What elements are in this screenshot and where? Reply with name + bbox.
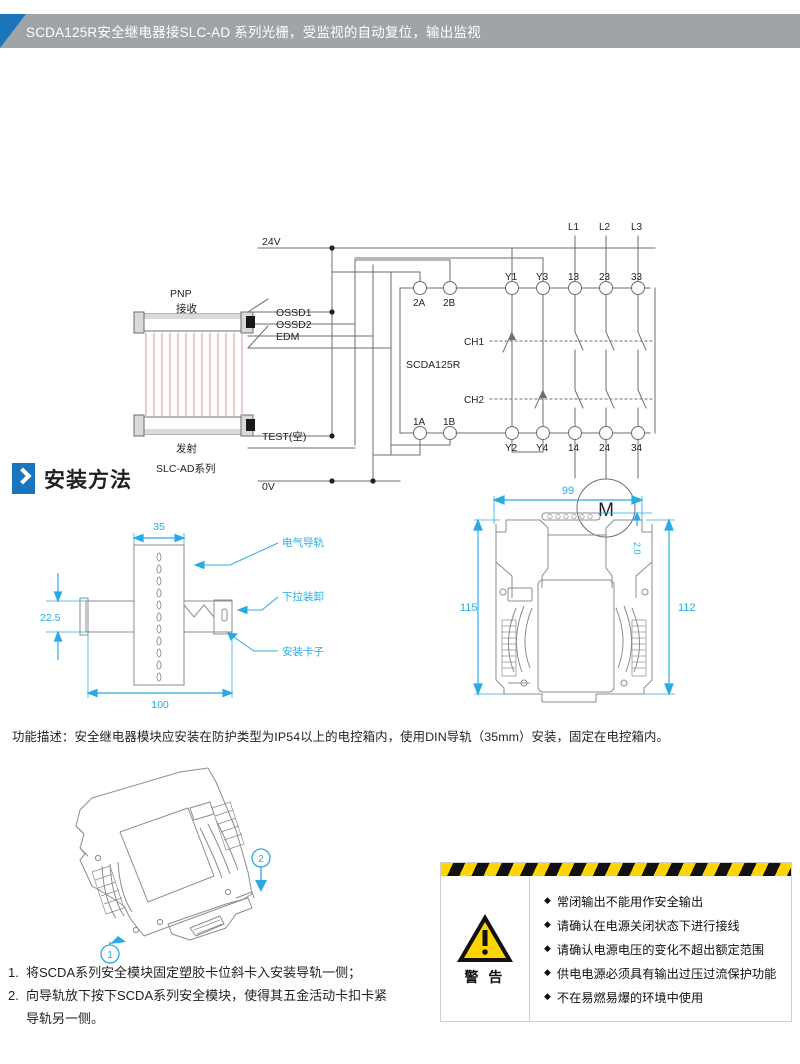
terminal-33: 33 — [631, 272, 643, 283]
terminal-23: 23 — [599, 272, 611, 283]
warning-box: 警 告 ◆ 常闭输出不能用作安全输出 ◆ 请确认在电源关闭状态下进行接线 ◆ 请… — [440, 862, 792, 1022]
dim-module-lip: 2.0 — [632, 542, 642, 555]
marker-2: 2 — [258, 854, 264, 865]
label-edm: EDM — [276, 331, 299, 343]
step-number — [8, 1008, 26, 1031]
warning-item-text: 常闭输出不能用作安全输出 — [556, 894, 704, 909]
list-item: ◆ 不在易燃易爆的环境中使用 — [544, 988, 787, 1006]
step-text: 导轨另一侧。 — [26, 1010, 105, 1026]
bullet-icon: ◆ — [544, 943, 551, 953]
step-number: 1. — [8, 965, 19, 980]
terminal-14: 14 — [568, 443, 580, 454]
terminal-y4: Y4 — [536, 443, 549, 454]
wiring-diagram: 24V 0V PNP 接收 发射 SLC-AD系列 OSSD1 OSSD2 ED… — [0, 100, 800, 538]
terminal-24: 24 — [599, 443, 611, 454]
label-emitter: 发射 — [176, 442, 197, 455]
list-item: 导轨另一侧。 — [8, 1008, 428, 1031]
warning-item-text: 不在易燃易爆的环境中使用 — [556, 990, 704, 1005]
function-description: 功能描述：安全继电器模块应安装在防护类型为IP54以上的电控箱内，使用DIN导轨… — [12, 730, 669, 744]
phase-l2: L2 — [599, 222, 611, 233]
module-dimension-drawing: 99 115 112 2.0 — [430, 480, 720, 715]
light-curtain-graphic — [133, 311, 255, 437]
channel-ch2: CH2 — [464, 395, 484, 406]
warning-item-text: 请确认电源电压的变化不超出额定范围 — [556, 942, 765, 957]
page-title: SCDA125R安全继电器接SLC-AD 系列光栅，受监视的自动复位，输出监视 — [26, 25, 481, 40]
dim-clip-height: 22.5 — [40, 612, 61, 624]
step-number: 2. — [8, 987, 19, 1003]
dim-module-height-right: 112 — [678, 602, 696, 614]
bullet-icon: ◆ — [544, 967, 551, 977]
terminal-1a: 1A — [413, 417, 426, 428]
callout-pulldown: 下拉装卸 — [282, 590, 324, 603]
list-item: 2. 向导轨放下按下SCDA系列安全模块，使得其五金活动卡扣卡紧 — [8, 985, 428, 1008]
label-receiver: 接收 — [176, 302, 197, 315]
bullet-icon: ◆ — [544, 919, 551, 929]
terminal-2b: 2B — [443, 298, 456, 309]
hazard-stripe — [441, 863, 791, 876]
marker-1: 1 — [107, 950, 113, 961]
dim-module-height-left: 115 — [460, 602, 478, 614]
mounting-steps: 1. 将SCDA系列安全模块固定塑胶卡位斜卡入安装导轨一侧； 2. 向导轨放下按… — [8, 962, 428, 1030]
list-item: ◆ 请确认电源电压的变化不超出额定范围 — [544, 940, 787, 958]
label-test: TEST(空) — [262, 430, 306, 443]
terminal-y3: Y3 — [536, 272, 549, 283]
install-section-title: 安装方法 — [44, 468, 132, 492]
warning-item-text: 请确认在电源关闭状态下进行接线 — [556, 918, 740, 933]
warning-icon-area: 警 告 — [441, 876, 530, 1021]
page-title-bar: SCDA125R安全继电器接SLC-AD 系列光栅，受监视的自动复位，输出监视 — [0, 14, 800, 48]
list-item: ◆ 常闭输出不能用作安全输出 — [544, 892, 787, 910]
terminal-2a: 2A — [413, 298, 426, 309]
warning-label: 警 告 — [464, 968, 506, 985]
terminal-34: 34 — [631, 443, 643, 454]
label-ossd1: OSSD1 — [276, 307, 312, 319]
callout-rail: 电气导轨 — [282, 536, 324, 549]
callout-clip: 安装卡子 — [282, 645, 324, 658]
channel-ch1: CH1 — [464, 337, 484, 348]
label-ossd2: OSSD2 — [276, 319, 312, 331]
mounting-illustration: 1 2 — [40, 767, 340, 968]
terminal-y2: Y2 — [505, 443, 518, 454]
phase-l1: L1 — [568, 222, 580, 233]
bullet-icon: ◆ — [544, 991, 551, 1001]
chevron-right-icon — [12, 463, 35, 494]
dim-module-width: 99 — [562, 485, 574, 497]
label-series: SLC-AD系列 — [156, 462, 216, 475]
label-pnp: PNP — [170, 288, 192, 300]
rail-dimension-drawing: 35 100 22.5 电气导轨 下拉装卸 安装卡子 — [10, 505, 360, 720]
dim-total-width: 100 — [151, 699, 169, 711]
module-name: SCDA125R — [406, 359, 461, 371]
warning-item-text: 供电电源必须具有输出过压过流保护功能 — [556, 966, 777, 981]
bullet-icon: ◆ — [544, 895, 551, 905]
step-text: 向导轨放下按下SCDA系列安全模块，使得其五金活动卡扣卡紧 — [26, 987, 388, 1003]
warning-items: ◆ 常闭输出不能用作安全输出 ◆ 请确认在电源关闭状态下进行接线 ◆ 请确认电源… — [530, 876, 791, 1021]
list-item: ◆ 供电电源必须具有输出过压过流保护功能 — [544, 964, 787, 982]
title-accent-triangle — [0, 14, 26, 48]
dim-rail-width: 35 — [153, 521, 165, 533]
label-24v: 24V — [262, 236, 281, 248]
terminal-13: 13 — [568, 272, 580, 283]
label-0v: 0V — [262, 481, 275, 493]
motor-label: M — [598, 500, 614, 521]
warning-triangle-icon — [457, 913, 513, 962]
terminal-1b: 1B — [443, 417, 456, 428]
install-section-header: 安装方法 — [12, 463, 132, 494]
list-item: ◆ 请确认在电源关闭状态下进行接线 — [544, 916, 787, 934]
phase-l3: L3 — [631, 222, 643, 233]
terminal-y1: Y1 — [505, 272, 518, 283]
step-text: 将SCDA系列安全模块固定塑胶卡位斜卡入安装导轨一侧； — [26, 965, 362, 980]
list-item: 1. 将SCDA系列安全模块固定塑胶卡位斜卡入安装导轨一侧； — [8, 962, 428, 985]
